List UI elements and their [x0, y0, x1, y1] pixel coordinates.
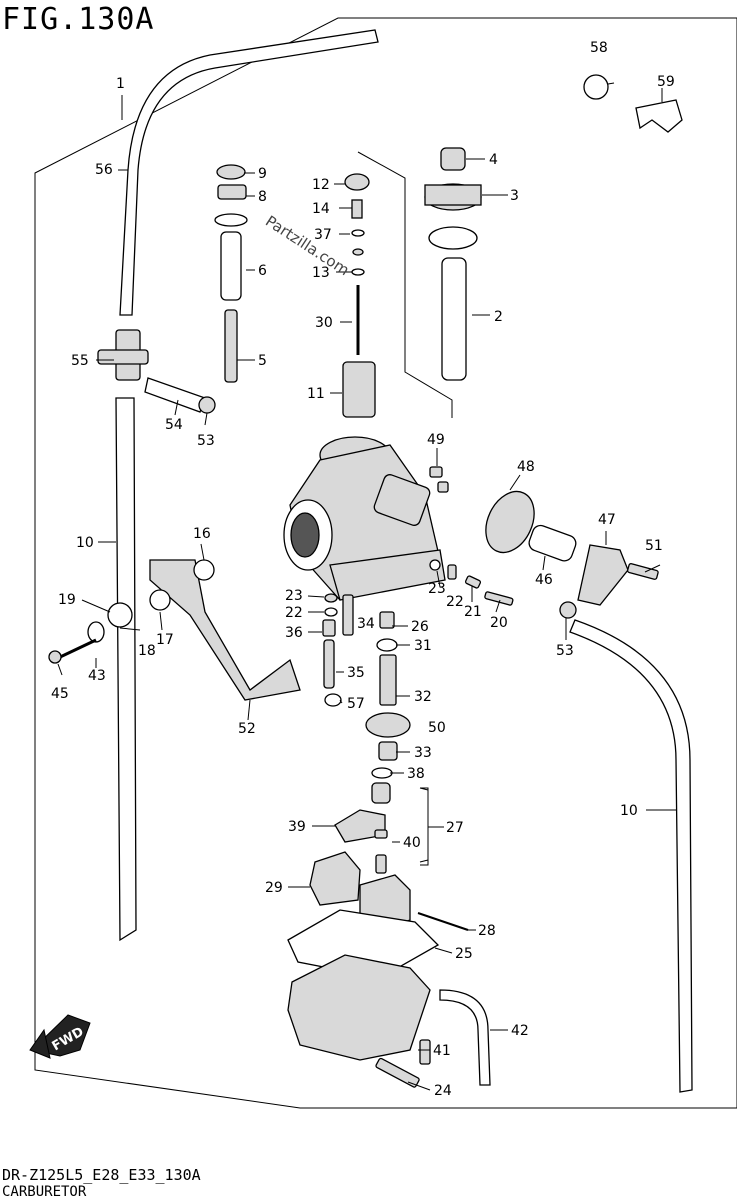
- drain-hose-10-right: [569, 619, 693, 1093]
- sub-frame: [357, 151, 453, 418]
- callout-20: 20: [490, 615, 508, 631]
- callout-31: 31: [414, 638, 432, 654]
- callout-57: 57: [347, 696, 365, 712]
- adjuster-parts-12-14-37-13: [344, 173, 370, 276]
- callout-41: 41: [433, 1043, 451, 1059]
- callout-50: 50: [428, 720, 446, 736]
- assembly-frame: [34, 17, 737, 1109]
- callout-8: 8: [258, 189, 267, 205]
- callout-56: 56: [95, 162, 113, 178]
- clamp-58: [583, 74, 609, 100]
- diaphragm-assembly: [485, 490, 659, 606]
- callout-16: 16: [193, 526, 211, 542]
- callout-59: 59: [657, 74, 675, 90]
- callout-30: 30: [315, 315, 333, 331]
- float-bowl-assembly: [287, 909, 491, 1088]
- carburetor-body: [283, 436, 446, 601]
- clamp-53-lower: [559, 601, 577, 619]
- callout-11: 11: [307, 386, 325, 402]
- callout-46: 46: [535, 572, 553, 588]
- t-joint-55: [97, 329, 149, 381]
- callout-19: 19: [58, 592, 76, 608]
- callout-36: 36: [285, 625, 303, 641]
- callout-39: 39: [288, 819, 306, 835]
- clamp-53-upper: [198, 396, 216, 414]
- callout-34: 34: [357, 616, 375, 632]
- callout-42: 42: [511, 1023, 529, 1039]
- callout-24: 24: [434, 1083, 452, 1099]
- callout-22-left: 22: [285, 605, 303, 621]
- fwd-arrow: FWD: [29, 1014, 91, 1059]
- callout-43: 43: [88, 668, 106, 684]
- callout-25: 25: [455, 946, 473, 962]
- throttle-spring-2: [441, 257, 467, 381]
- clip-59: [635, 99, 683, 133]
- leader-lines: [57, 82, 676, 1091]
- callout-28: 28: [478, 923, 496, 939]
- callout-29: 29: [265, 880, 283, 896]
- fuel-hose-10-left: [115, 397, 137, 942]
- callout-58: 58: [590, 40, 608, 56]
- callout-5: 5: [258, 353, 267, 369]
- figure-title: FIG.130A: [2, 2, 155, 37]
- callout-1: 1: [116, 76, 125, 92]
- bracket-52: [149, 559, 301, 701]
- callout-4: 4: [489, 152, 498, 168]
- throttle-slide-11: [342, 361, 376, 418]
- callout-37: 37: [314, 227, 332, 243]
- callout-10-left: 10: [76, 535, 94, 551]
- left-small-parts: [48, 559, 215, 664]
- callout-labels: 1 2 3 4 5 6 8 9 10 10 11 12 13 14 16 17 …: [51, 40, 675, 1099]
- top-cap-3: [424, 183, 482, 250]
- callout-23-left: 23: [285, 588, 303, 604]
- callout-12: 12: [312, 177, 330, 193]
- callout-45: 45: [51, 686, 69, 702]
- callout-10-right: 10: [620, 803, 638, 819]
- callout-3: 3: [510, 188, 519, 204]
- callout-33: 33: [414, 745, 432, 761]
- callout-23-right: 23: [428, 581, 446, 597]
- callout-55: 55: [71, 353, 89, 369]
- callout-40: 40: [403, 835, 421, 851]
- callout-53-upper: 53: [197, 433, 215, 449]
- callout-27: 27: [446, 820, 464, 836]
- callout-13: 13: [312, 265, 330, 281]
- cable-adjuster-4: [440, 147, 466, 171]
- callout-18: 18: [138, 643, 156, 659]
- figure-name: CARBURETOR: [2, 1184, 87, 1200]
- callout-49: 49: [427, 432, 445, 448]
- callout-22-right: 22: [446, 594, 464, 610]
- hose-54: [144, 377, 206, 413]
- callout-47: 47: [598, 512, 616, 528]
- callout-2: 2: [494, 309, 503, 325]
- callout-32: 32: [414, 689, 432, 705]
- callout-14: 14: [312, 201, 330, 217]
- right-small-parts: [429, 466, 514, 606]
- callout-54: 54: [165, 417, 183, 433]
- starter-plunger: [214, 164, 248, 383]
- callout-35: 35: [347, 665, 365, 681]
- callout-26: 26: [411, 619, 429, 635]
- callout-38: 38: [407, 766, 425, 782]
- fuel-hose-56: [119, 29, 379, 316]
- float-assembly: [309, 767, 411, 936]
- figure-code: DR-Z125L5_E28_E33_130A: [2, 1166, 201, 1184]
- jet-column: [322, 593, 411, 761]
- callout-9: 9: [258, 166, 267, 182]
- callout-52: 52: [238, 721, 256, 737]
- callout-51: 51: [645, 538, 663, 554]
- callout-21: 21: [464, 604, 482, 620]
- callout-48: 48: [517, 459, 535, 475]
- callout-53-lower: 53: [556, 643, 574, 659]
- callout-6: 6: [258, 263, 267, 279]
- callout-17: 17: [156, 632, 174, 648]
